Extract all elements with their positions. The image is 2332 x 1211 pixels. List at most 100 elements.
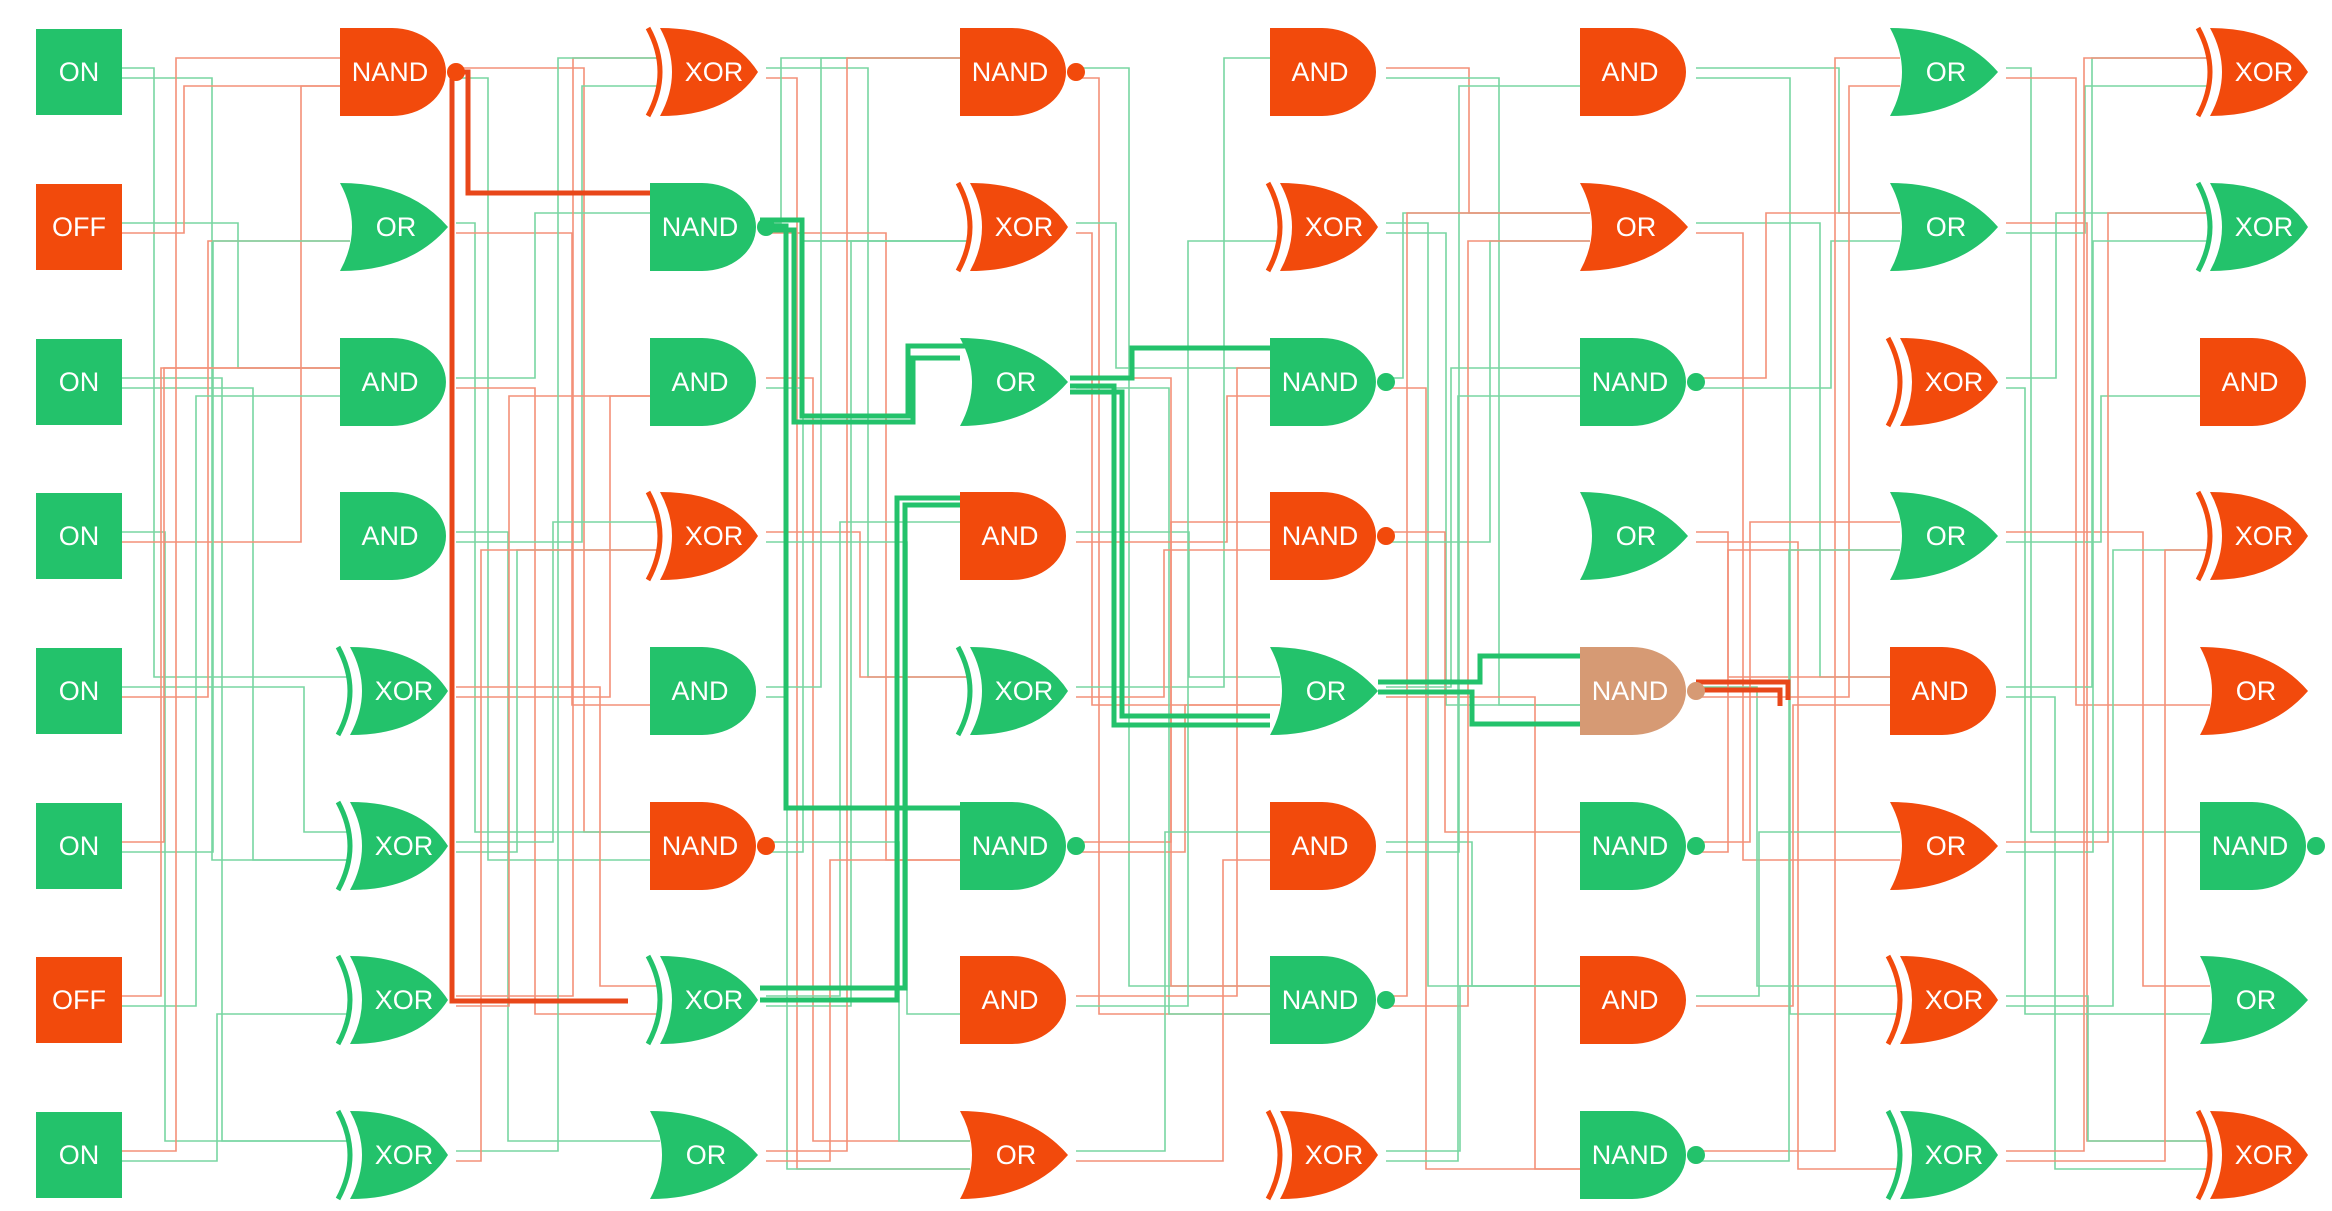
- or-gate[interactable]: OR: [2200, 647, 2308, 735]
- nand-gate[interactable]: NAND: [2200, 802, 2325, 890]
- xor-gate[interactable]: XOR: [645, 954, 758, 1046]
- xor-gate-body: [970, 647, 1068, 735]
- xor-gate[interactable]: XOR: [2195, 26, 2308, 118]
- nand-gate-body: [960, 28, 1066, 116]
- and-gate[interactable]: AND: [1270, 802, 1376, 890]
- and-gate[interactable]: AND: [960, 956, 1066, 1044]
- and-gate[interactable]: AND: [1580, 28, 1686, 116]
- nand-gate[interactable]: NAND: [960, 802, 1085, 890]
- or-gate[interactable]: OR: [1580, 492, 1688, 580]
- nand-inversion-bubble: [1687, 373, 1705, 391]
- input-switch[interactable]: ON: [36, 29, 122, 115]
- wire: [2006, 995, 2210, 1142]
- xor-gate[interactable]: XOR: [1885, 1109, 1998, 1201]
- xor-gate-back-curve: [2195, 490, 2213, 582]
- nand-gate-body: [1580, 1111, 1686, 1199]
- nand-gate[interactable]: NAND: [650, 183, 775, 271]
- nand-inversion-bubble: [1687, 837, 1705, 855]
- and-gate[interactable]: AND: [1890, 647, 1996, 735]
- nand-gate[interactable]: NAND: [1270, 338, 1395, 426]
- nand-gate[interactable]: NAND: [1580, 338, 1705, 426]
- wire: [1386, 841, 1590, 987]
- input-switch[interactable]: ON: [36, 803, 122, 889]
- gate-label: NAND: [1282, 367, 1359, 397]
- or-gate[interactable]: OR: [1890, 28, 1998, 116]
- xor-gate[interactable]: XOR: [1265, 1109, 1378, 1201]
- or-gate[interactable]: OR: [1890, 183, 1998, 271]
- or-gate[interactable]: OR: [340, 183, 448, 271]
- input-switch-label: ON: [59, 521, 100, 551]
- xor-gate[interactable]: XOR: [955, 181, 1068, 273]
- and-gate[interactable]: AND: [340, 338, 446, 426]
- nand-gate[interactable]: NAND: [1580, 1111, 1705, 1199]
- xor-gate[interactable]: XOR: [2195, 1109, 2308, 1201]
- nand-gate[interactable]: NAND: [1580, 802, 1705, 890]
- input-switch-label: OFF: [52, 212, 106, 242]
- or-gate[interactable]: OR: [650, 1111, 758, 1199]
- nand-gate[interactable]: NAND: [1580, 647, 1705, 735]
- or-gate[interactable]: OR: [1890, 802, 1998, 890]
- nand-gate[interactable]: NAND: [1270, 492, 1395, 580]
- and-gate-body: [340, 338, 446, 426]
- and-gate-body: [340, 492, 446, 580]
- xor-gate[interactable]: XOR: [1885, 954, 1998, 1046]
- xor-gate[interactable]: XOR: [645, 490, 758, 582]
- xor-gate[interactable]: XOR: [335, 645, 448, 737]
- xor-gate[interactable]: XOR: [645, 26, 758, 118]
- input-switch[interactable]: ON: [36, 648, 122, 734]
- wire: [122, 377, 350, 1142]
- or-gate[interactable]: OR: [1890, 492, 1998, 580]
- input-switch[interactable]: ON: [36, 493, 122, 579]
- xor-gate[interactable]: XOR: [335, 800, 448, 892]
- xor-gate-body: [660, 28, 758, 116]
- and-gate-body: [1890, 647, 1996, 735]
- xor-gate[interactable]: XOR: [955, 645, 1068, 737]
- wire: [1386, 240, 1590, 543]
- and-gate-body: [650, 338, 756, 426]
- nand-inversion-bubble: [1377, 373, 1395, 391]
- gate-label: XOR: [1925, 985, 1984, 1015]
- gate-label: OR: [2236, 676, 2277, 706]
- nand-gate[interactable]: NAND: [1270, 956, 1395, 1044]
- nand-inversion-bubble: [447, 63, 465, 81]
- and-gate[interactable]: AND: [2200, 338, 2306, 426]
- and-gate[interactable]: AND: [340, 492, 446, 580]
- and-gate[interactable]: AND: [1580, 956, 1686, 1044]
- wire: [2006, 387, 2210, 1015]
- xor-gate-body: [2210, 1111, 2308, 1199]
- and-gate[interactable]: AND: [960, 492, 1066, 580]
- or-gate[interactable]: OR: [960, 338, 1068, 426]
- wire: [1386, 67, 1590, 214]
- xor-gate-back-curve: [335, 800, 353, 892]
- or-gate[interactable]: OR: [960, 1111, 1068, 1199]
- or-gate[interactable]: OR: [2200, 956, 2308, 1044]
- wire: [1386, 212, 1590, 997]
- xor-gate[interactable]: XOR: [2195, 181, 2308, 273]
- input-switch[interactable]: ON: [36, 1112, 122, 1198]
- input-switch[interactable]: OFF: [36, 184, 122, 270]
- xor-gate-back-curve: [645, 26, 663, 118]
- nand-gate[interactable]: NAND: [960, 28, 1085, 116]
- xor-gate[interactable]: XOR: [335, 954, 448, 1046]
- input-switch[interactable]: OFF: [36, 957, 122, 1043]
- xor-gate-body: [1280, 183, 1378, 271]
- and-gate[interactable]: AND: [650, 338, 756, 426]
- xor-gate[interactable]: XOR: [2195, 490, 2308, 582]
- xor-gate[interactable]: XOR: [335, 1109, 448, 1201]
- gate-label: XOR: [2235, 212, 2294, 242]
- wire: [1076, 395, 1280, 543]
- wire: [456, 395, 660, 1007]
- or-gate-body: [1890, 28, 1998, 116]
- wire: [456, 531, 660, 1142]
- xor-gate[interactable]: XOR: [1265, 181, 1378, 273]
- xor-gate[interactable]: XOR: [1885, 336, 1998, 428]
- gate-label: OR: [2236, 985, 2277, 1015]
- and-gate[interactable]: AND: [1270, 28, 1376, 116]
- and-gate[interactable]: AND: [650, 647, 756, 735]
- nand-gate[interactable]: NAND: [340, 28, 465, 116]
- nand-gate[interactable]: NAND: [650, 802, 775, 890]
- gate-label: NAND: [662, 212, 739, 242]
- input-switch[interactable]: ON: [36, 339, 122, 425]
- or-gate[interactable]: OR: [1580, 183, 1688, 271]
- or-gate[interactable]: OR: [1270, 647, 1378, 735]
